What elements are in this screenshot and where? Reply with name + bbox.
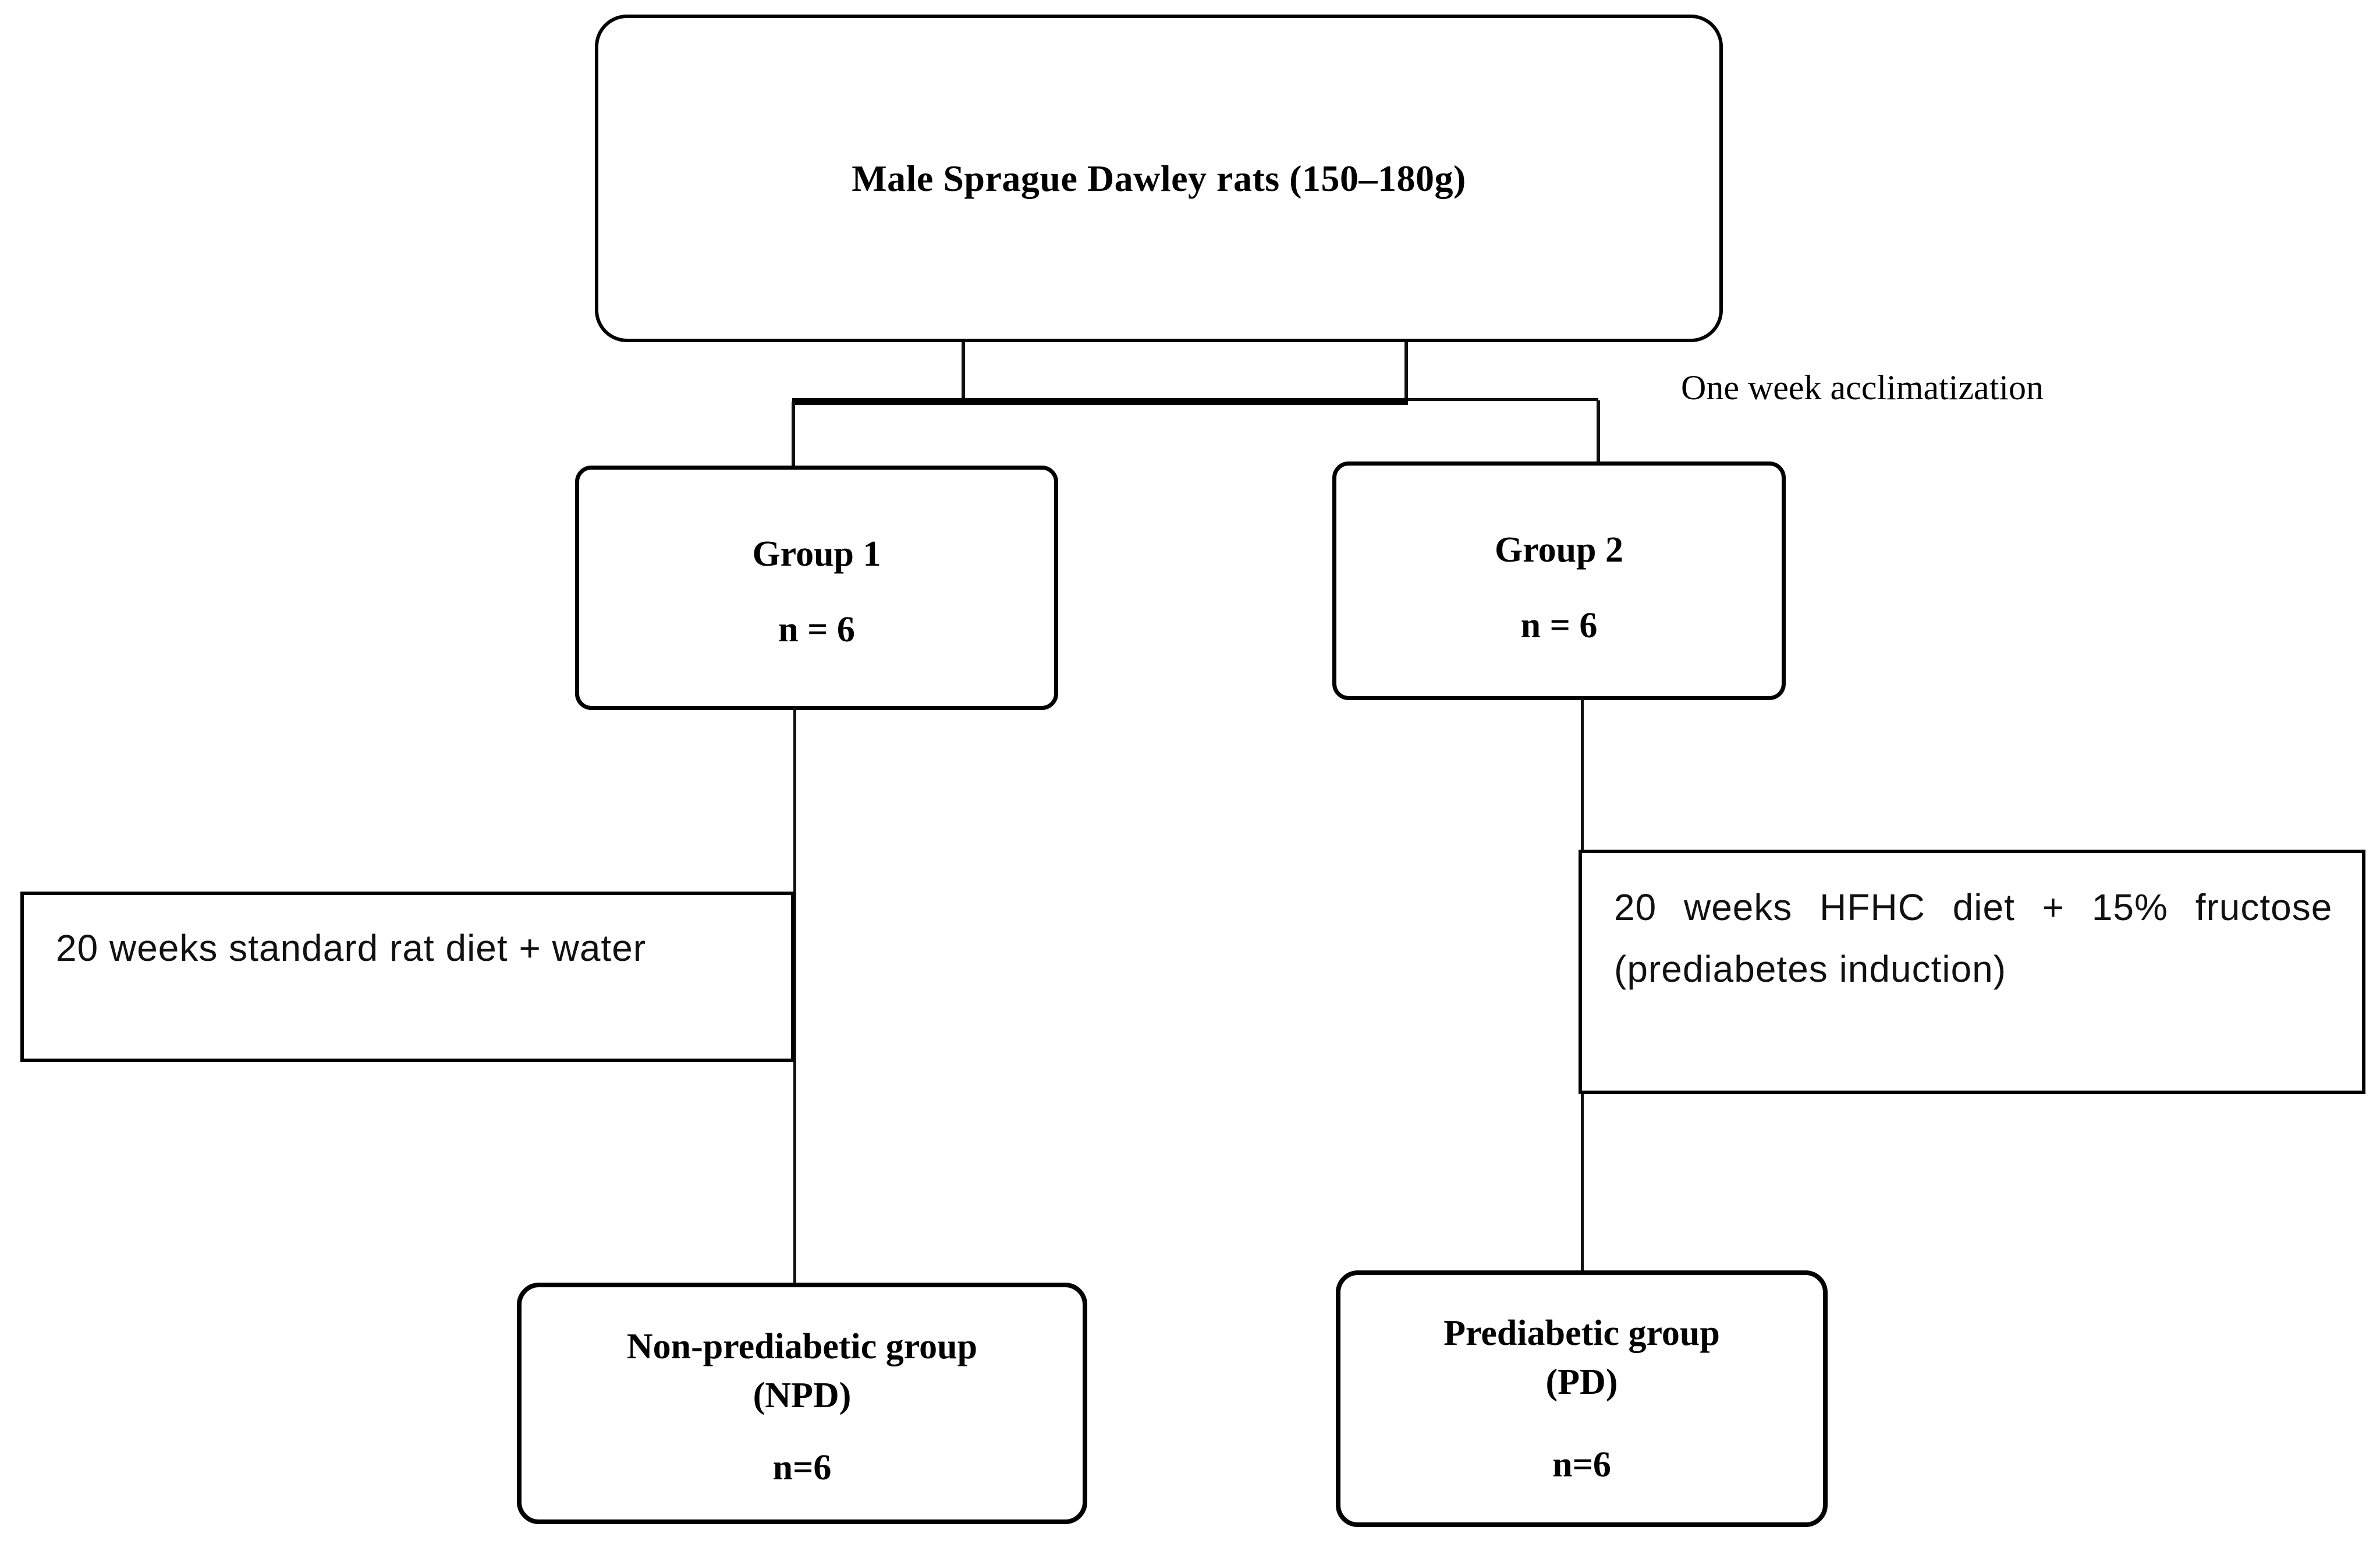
npd-box: Non-prediabetic group (NPD) n=6	[517, 1283, 1087, 1524]
group2-box: Group 2 n = 6	[1332, 461, 1786, 700]
acclimatization-note: One week acclimatization	[1681, 368, 2044, 407]
connector-stub-left	[962, 342, 965, 402]
connector-bar-thin	[1408, 398, 1598, 401]
group2-n: n = 6	[1520, 606, 1598, 645]
group1-label: Group 1	[752, 534, 881, 574]
pd-line2: (PD)	[1545, 1362, 1618, 1402]
group2-label: Group 2	[1494, 530, 1624, 570]
pd-n: n=6	[1552, 1445, 1611, 1485]
connector-group1-npd	[793, 708, 796, 1285]
pd-line1: Prediabetic group	[1443, 1313, 1720, 1353]
right-treatment-line1: 20 weeks HFHC diet + 15% fructose	[1614, 886, 2333, 928]
right-treatment-box: 20 weeks HFHC diet + 15% fructose (predi…	[1579, 850, 2365, 1094]
pd-box: Prediabetic group (PD) n=6	[1336, 1270, 1828, 1527]
connector-bar-thick	[792, 398, 1408, 405]
root-box-label: Male Sprague Dawley rats (150–180g)	[852, 157, 1466, 199]
root-box-sprague-dawley-rats: Male Sprague Dawley rats (150–180g)	[595, 15, 1723, 342]
npd-line1: Non-prediabetic group	[626, 1327, 978, 1366]
right-treatment-line2: (prediabetes induction)	[1614, 948, 2007, 990]
group1-n: n = 6	[778, 610, 855, 649]
npd-n: n=6	[772, 1448, 832, 1487]
connector-drop-group1	[792, 402, 795, 467]
left-treatment-text: 20 weeks standard rat diet + water	[56, 927, 647, 969]
group1-box: Group 1 n = 6	[575, 466, 1058, 710]
connector-stub-right	[1404, 342, 1408, 402]
connector-drop-group2	[1597, 400, 1600, 463]
left-treatment-box: 20 weeks standard rat diet + water	[20, 892, 794, 1062]
npd-line2: (NPD)	[753, 1376, 852, 1415]
